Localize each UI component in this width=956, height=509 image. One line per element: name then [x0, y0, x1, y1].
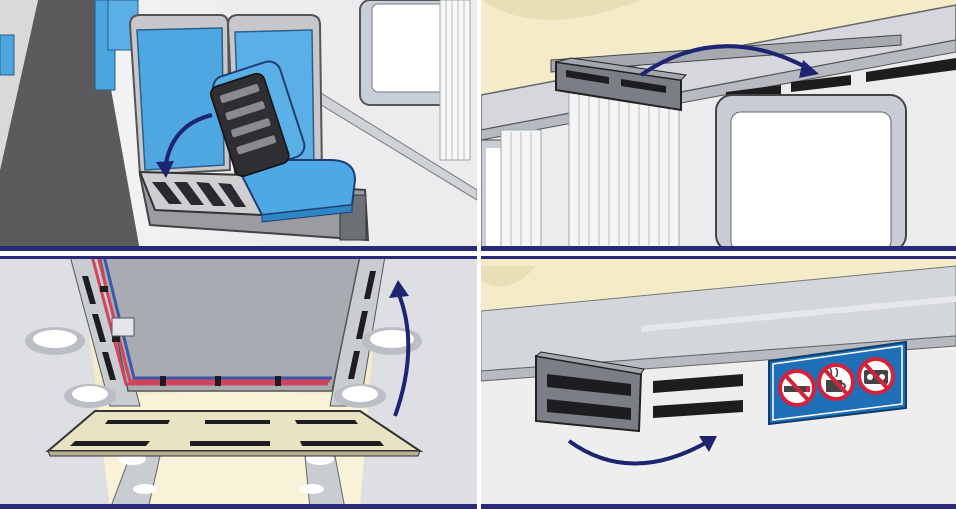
no-hot-drinks-icon	[817, 363, 855, 401]
prohibition-sign	[768, 340, 907, 426]
arrow-curved-right	[567, 439, 710, 466]
horizontal-divider	[0, 251, 956, 256]
panel-seat-cushion	[0, 0, 477, 251]
panel-wall-vent	[481, 256, 956, 509]
arrow-curved-right	[639, 44, 812, 77]
arrow-curved-down	[163, 113, 213, 171]
no-smoking-icon	[778, 369, 816, 407]
panel-ceiling	[0, 256, 477, 509]
panel-curtain-rail	[481, 0, 956, 251]
no-radio-icon	[857, 357, 895, 395]
arrow-curved-up	[393, 291, 411, 417]
